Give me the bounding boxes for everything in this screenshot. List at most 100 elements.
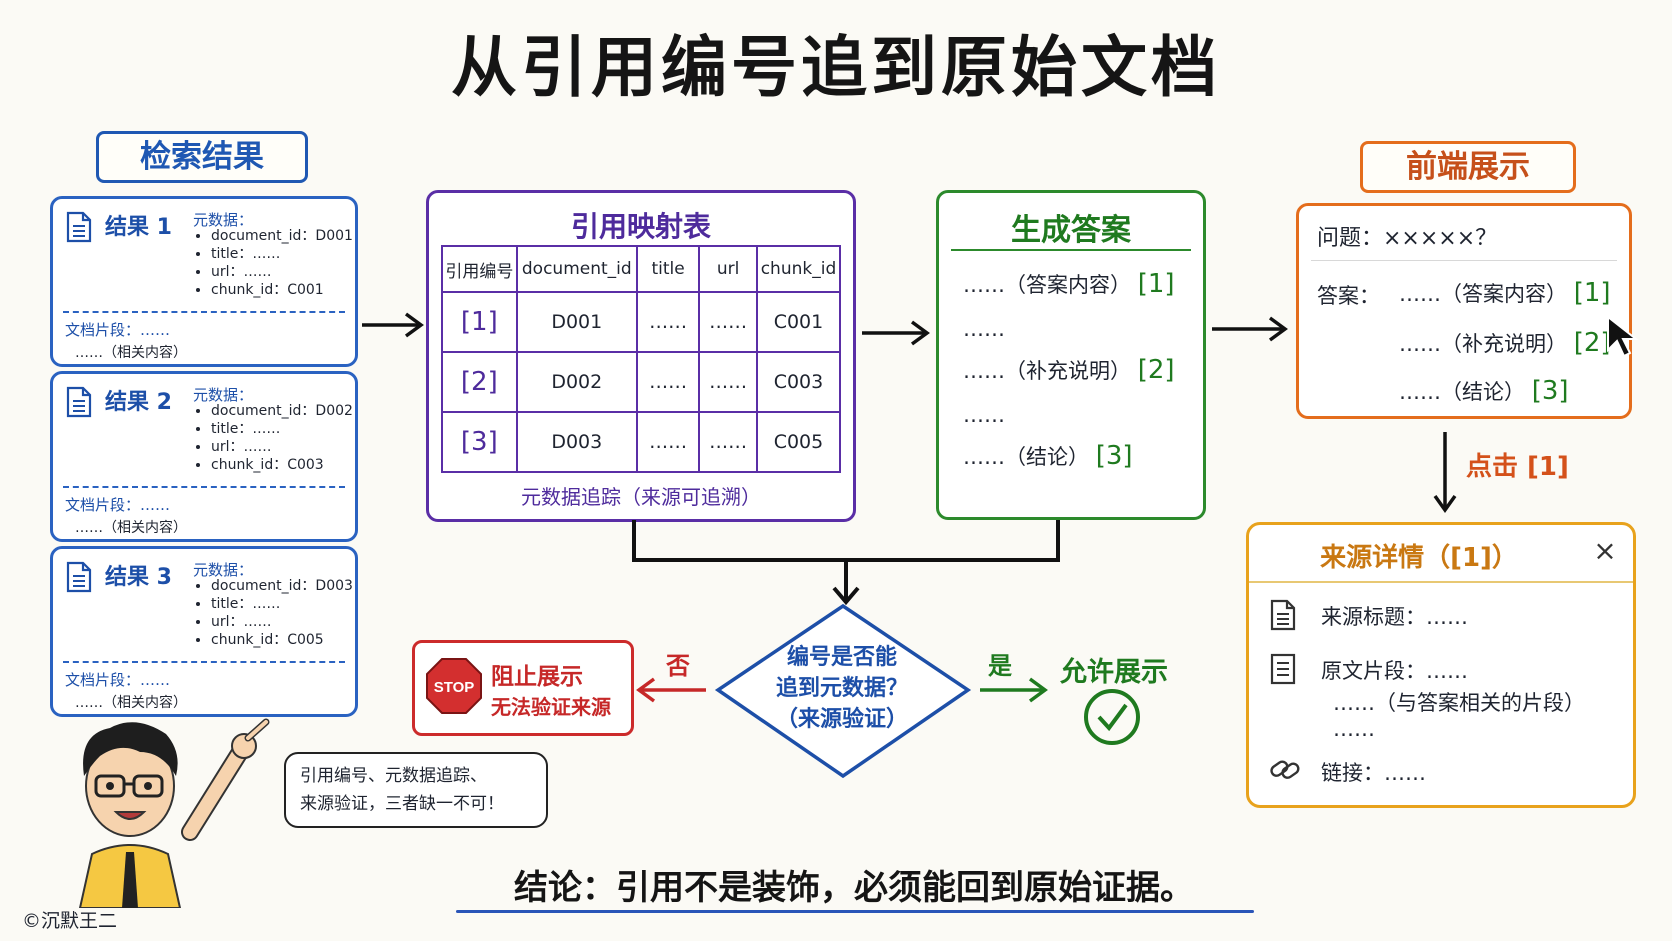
metadata-field: chunk_id：C003 (211, 456, 353, 474)
yes-label: 是 (988, 652, 1012, 680)
answer-text: ……（答案内容） (963, 273, 1131, 297)
citation-link-1[interactable]: [1] (1573, 278, 1611, 308)
metadata-list: document_id：D002 title：…… url：…… chunk_i… (199, 402, 353, 474)
question-text: 问题：×××××？ (1317, 226, 1498, 251)
table-cell: …… (698, 291, 758, 353)
divider (63, 311, 345, 313)
column-header: url (698, 245, 758, 293)
divider (63, 661, 345, 663)
answer-line: …… (963, 403, 1005, 427)
source-snippet-more: …… (1333, 717, 1375, 741)
source-snippet-field: 原文片段：…… (1321, 659, 1468, 683)
decision-question: 编号是否能 追到元数据？ （来源验证） (712, 642, 972, 735)
snippet-label: 文档片段：…… (65, 671, 171, 689)
mapping-note: 元数据追踪（来源可追溯） (521, 485, 761, 509)
answer-text: ……（结论） (1399, 380, 1525, 404)
snippet-content: ……（相关内容） (75, 695, 187, 711)
stop-sign-icon: STOP (426, 658, 482, 714)
conclusion-text: 结论：引用不是装饰，必须能回到原始证据。 (514, 868, 1194, 908)
metadata-field: url：…… (211, 438, 353, 456)
citation-ref: [1] (1137, 269, 1175, 299)
table-cell: …… (698, 411, 758, 473)
decision-line: 编号是否能 (786, 645, 897, 670)
citation-ref: [1] (441, 291, 518, 353)
answer-label: 答案： (1317, 284, 1380, 308)
table-header-row: 引用编号 document_id title url chunk_id (441, 245, 842, 293)
source-snippet-detail: ……（与答案相关的片段） (1333, 691, 1585, 715)
table-cell: D001 (515, 291, 638, 353)
answer-line: …… (963, 317, 1005, 341)
click-label: 点击 [1] (1466, 452, 1569, 482)
result-title: 结果 1 (105, 215, 172, 240)
frontend-answer-line: ……（结论） [3] (1399, 376, 1569, 406)
block-display-box: STOP 阻止展示 无法验证来源 (412, 640, 634, 736)
table-cell: C003 (755, 351, 842, 413)
frontend-answer-line: ……（答案内容） [1] (1399, 278, 1611, 308)
citation-link-3[interactable]: [3] (1531, 376, 1569, 406)
document-icon (66, 561, 92, 593)
arrow-right-icon (1212, 316, 1288, 342)
metadata-field: url：…… (211, 263, 353, 281)
column-header: 引用编号 (441, 245, 518, 293)
frontend-header: 前端展示 (1360, 141, 1576, 193)
frontend-answer-line: ……（补充说明） [2] (1399, 328, 1611, 358)
speech-bubble: 引用编号、元数据追踪、 来源验证，三者缺一不可！ (284, 752, 548, 828)
merge-connector (632, 520, 1060, 606)
source-title: 来源详情（[1]） (1320, 543, 1518, 573)
answer-text: …… (963, 403, 1005, 427)
result-card-1[interactable]: 结果 1 元数据： document_id：D001 title：…… url：… (50, 196, 358, 367)
arrow-right-icon (362, 312, 424, 338)
metadata-label: 元数据： (193, 211, 254, 229)
answer-line: ……（答案内容） [1] (963, 269, 1175, 299)
table-row: [3] D003 …… …… C005 (441, 411, 842, 473)
metadata-label: 元数据： (193, 386, 254, 404)
metadata-field: document_id：D002 (211, 402, 353, 420)
table-cell: C005 (755, 411, 842, 473)
block-title: 阻止展示 (491, 664, 583, 690)
result-title: 结果 3 (105, 565, 172, 590)
citation-ref: [2] (1137, 355, 1175, 385)
metadata-field: document_id：D001 (211, 227, 353, 245)
metadata-list: document_id：D001 title：…… url：…… chunk_i… (199, 227, 353, 299)
result-card-3[interactable]: 结果 3 元数据： document_id：D003 title：…… url：… (50, 546, 358, 717)
citation-ref: [3] (441, 411, 518, 473)
check-circle-icon (1084, 689, 1140, 745)
metadata-field: chunk_id：C001 (211, 281, 353, 299)
citation-ref: [3] (1095, 441, 1133, 471)
citation-mapping-table: 引用映射表 引用编号 document_id title url chunk_i… (426, 190, 856, 522)
table-row: [1] D001 …… …… C001 (441, 291, 842, 353)
mapping-grid: 引用编号 document_id title url chunk_id [1] … (441, 245, 842, 473)
mouse-cursor-icon (1607, 314, 1639, 358)
panel-header (1249, 525, 1633, 583)
copyright: ©沉默王二 (22, 910, 118, 932)
result-title: 结果 2 (105, 390, 172, 415)
snippet-label: 文档片段：…… (65, 496, 171, 514)
metadata-field: title：…… (211, 420, 353, 438)
snippet-content: ……（相关内容） (75, 345, 187, 361)
source-link[interactable]: 链接：…… (1321, 761, 1426, 785)
document-icon (66, 386, 92, 418)
no-label: 否 (666, 652, 690, 680)
allow-display-label: 允许展示 (1060, 657, 1168, 688)
arrow-left-icon (636, 677, 706, 703)
text-document-icon (1270, 653, 1296, 685)
close-icon[interactable]: × (1593, 534, 1617, 567)
decision-line: 追到元数据？ (775, 676, 908, 701)
result-card-2[interactable]: 结果 2 元数据： document_id：D002 title：…… url：… (50, 371, 358, 542)
arrow-right-icon (980, 677, 1048, 703)
table-cell: …… (635, 351, 701, 413)
answer-text: ……（结论） (963, 445, 1089, 469)
bubble-text: 引用编号、元数据追踪、 来源验证，三者缺一不可！ (300, 762, 504, 818)
metadata-field: title：…… (211, 595, 353, 613)
document-icon (1270, 599, 1296, 631)
column-header: chunk_id (755, 245, 842, 293)
citation-link-2[interactable]: [2] (1573, 328, 1611, 358)
answer-line: ……（结论） [3] (963, 441, 1133, 471)
divider (1311, 260, 1617, 261)
answer-text: …… (963, 317, 1005, 341)
mapping-title: 引用映射表 (570, 210, 711, 243)
column-header: title (635, 245, 701, 293)
frontend-display: 问题：×××××？ 答案： ……（答案内容） [1] ……（补充说明） [2] … (1296, 203, 1639, 419)
bubble-line: 来源验证，三者缺一不可！ (300, 794, 504, 814)
